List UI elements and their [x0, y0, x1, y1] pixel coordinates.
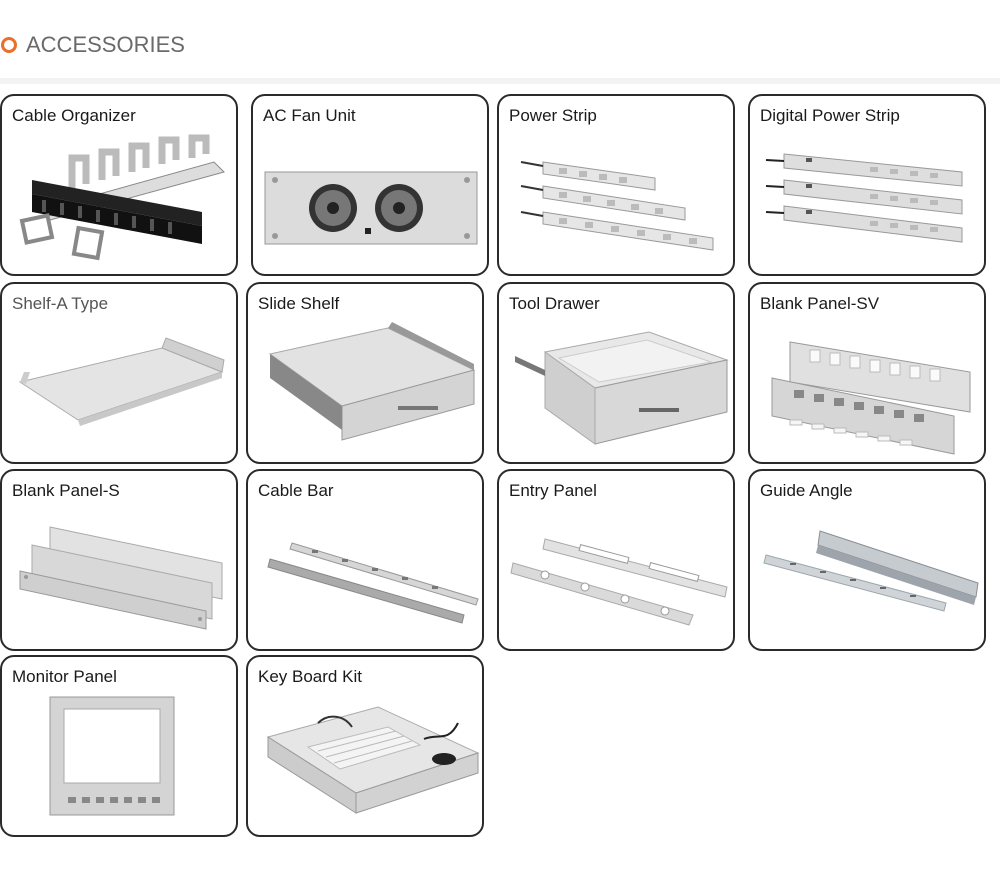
product-label: Slide Shelf	[258, 294, 340, 313]
product-card-monitor-panel[interactable]: Monitor Panel	[0, 655, 238, 837]
divider	[0, 78, 1000, 84]
product-card-guide-angle[interactable]: Guide Angle	[748, 469, 986, 651]
product-label: Blank Panel-SV	[760, 294, 880, 313]
product-label: Key Board Kit	[258, 667, 362, 686]
product-label: Entry Panel	[509, 481, 597, 500]
monitor-panel-icon	[49, 696, 175, 816]
tool-drawer-icon	[515, 331, 729, 445]
product-label: Cable Bar	[258, 481, 334, 500]
product-label: Digital Power Strip	[760, 106, 900, 125]
keyboard-kit-icon	[266, 706, 480, 814]
slide-shelf-icon	[268, 322, 476, 441]
cable-bar-icon	[267, 542, 479, 624]
product-card-key-board-kit[interactable]: Key Board Kit	[246, 655, 484, 837]
product-label: Guide Angle	[760, 481, 853, 500]
blank-panel-s-icon	[19, 526, 223, 630]
digital-power-strip-icon	[765, 153, 963, 243]
fan-unit-icon	[264, 171, 478, 245]
product-card-cable-organizer[interactable]: Cable Organizer	[0, 94, 238, 276]
cable-organizer-icon	[19, 134, 225, 261]
section-header: ACCESSORIES	[0, 30, 185, 60]
product-card-slide-shelf[interactable]: Slide Shelf	[246, 282, 484, 464]
power-strip-icon	[520, 161, 714, 251]
shelf-icon	[18, 337, 225, 426]
product-label: Blank Panel-S	[12, 481, 120, 500]
guide-angle-icon	[763, 530, 979, 612]
bullet-icon	[1, 37, 17, 53]
product-card-blank-panel-s[interactable]: Blank Panel-S	[0, 469, 238, 651]
section-title: ACCESSORIES	[26, 32, 185, 57]
product-card-digital-power-strip[interactable]: Digital Power Strip	[748, 94, 986, 276]
product-card-blank-panel-sv[interactable]: Blank Panel-SV	[748, 282, 986, 464]
product-label: Tool Drawer	[509, 294, 600, 313]
product-label: Power Strip	[509, 106, 597, 125]
product-label: Shelf-A Type	[12, 294, 109, 313]
entry-panel-icon	[510, 538, 728, 626]
product-card-ac-fan-unit[interactable]: AC Fan Unit	[251, 94, 489, 276]
product-card-tool-drawer[interactable]: Tool Drawer	[497, 282, 735, 464]
product-label: Monitor Panel	[12, 667, 117, 686]
product-label: Cable Organizer	[12, 106, 136, 125]
product-card-power-strip[interactable]: Power Strip	[497, 94, 735, 276]
product-card-cable-bar[interactable]: Cable Bar	[246, 469, 484, 651]
product-card-shelf-a-type[interactable]: Shelf-A Type	[0, 282, 238, 464]
product-label: AC Fan Unit	[263, 106, 356, 125]
product-card-entry-panel[interactable]: Entry Panel	[497, 469, 735, 651]
blank-panel-sv-icon	[771, 341, 971, 455]
